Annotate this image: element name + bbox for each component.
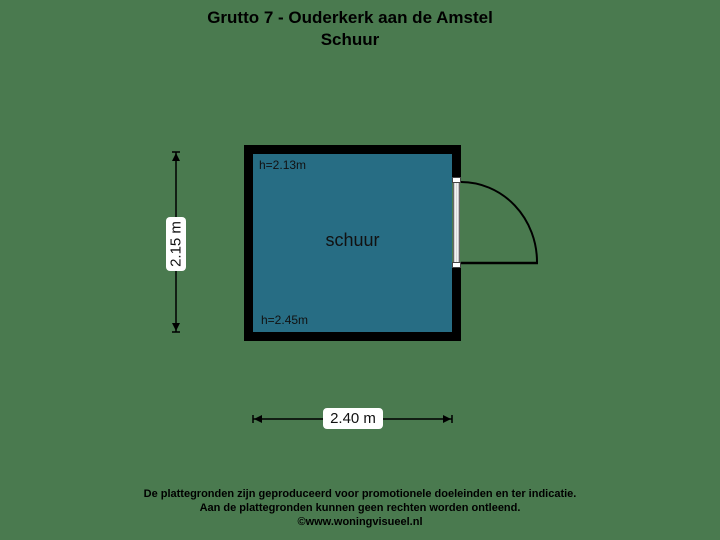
height-label-top: h=2.13m [259,158,307,172]
door-swing-icon [460,181,538,265]
room-floor-schuur [253,154,452,332]
door-hinge-cap-bottom [452,262,461,268]
vertical-dimension-label: 2.15 m [166,217,186,271]
door-frame [453,177,460,268]
copyright-link: ©www.woningvisueel.nl [297,516,423,528]
horizontal-dimension-label: 2.40 m [323,408,383,429]
disclaimer-line-2: Aan de plattegronden kunnen geen rechten… [199,502,521,514]
room-label: schuur [325,230,380,250]
plan-subtitle: Schuur [320,30,380,49]
disclaimer-line-1: De plattegronden zijn geproduceerd voor … [143,488,577,500]
door-hinge-cap-top [452,177,461,183]
vertical-dimension-text: 2.15 m [167,221,185,267]
height-label-bottom: h=2.45m [261,313,309,327]
plan-title: Grutto 7 - Ouderkerk aan de Amstel [207,8,493,27]
